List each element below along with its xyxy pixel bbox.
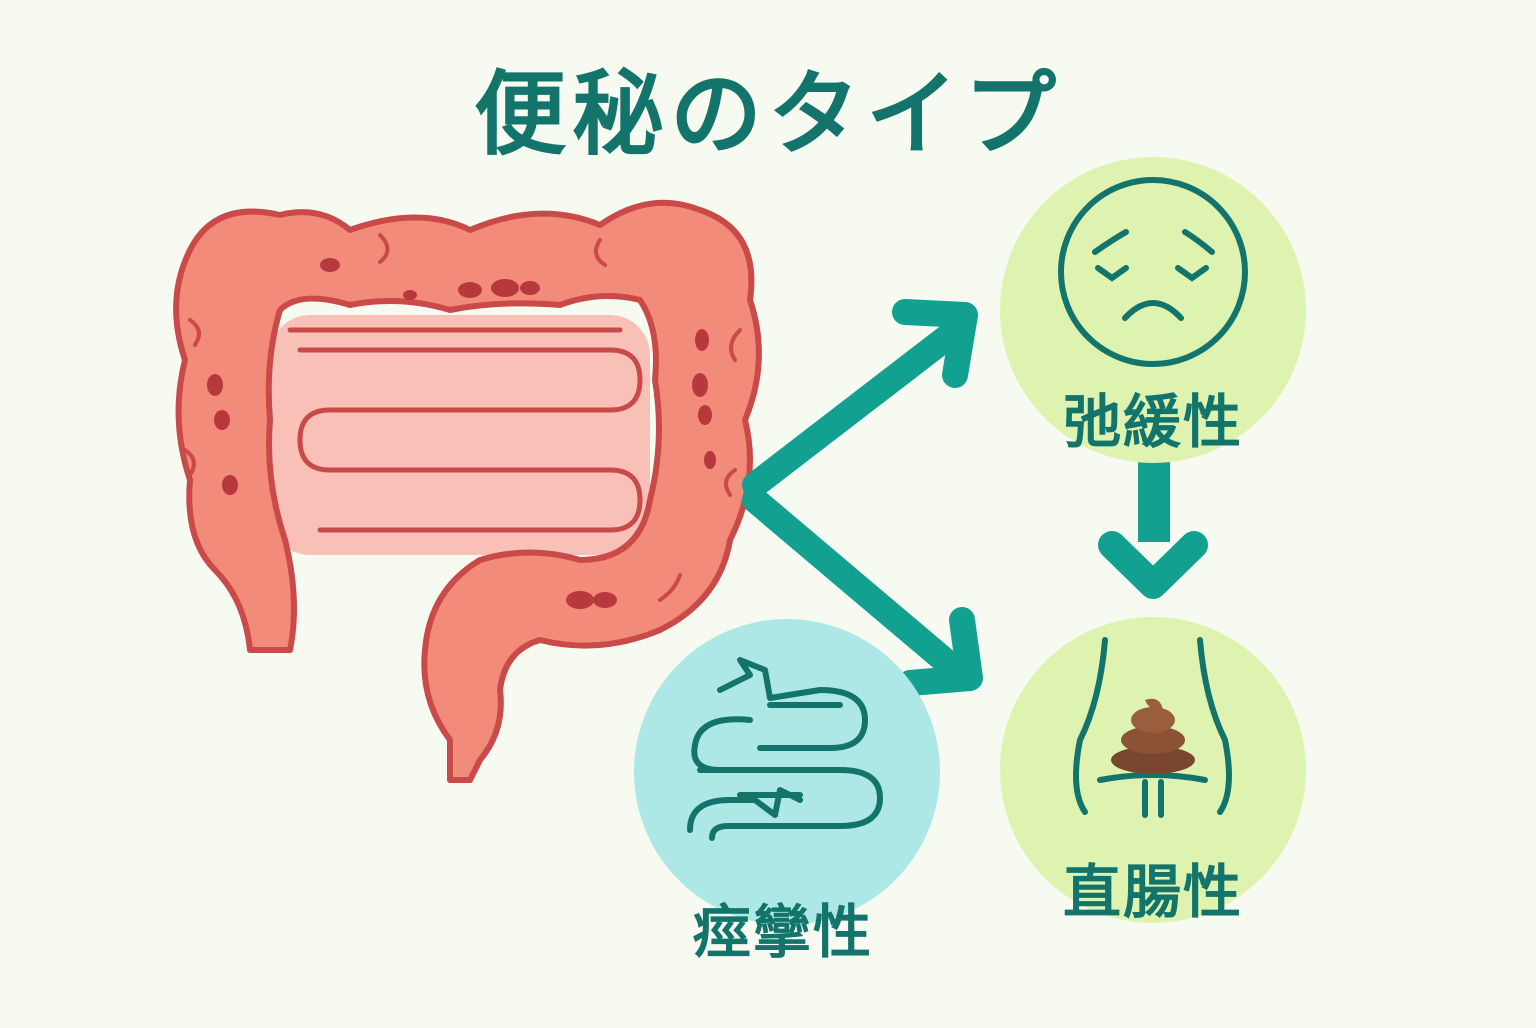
cramped-intestine-icon bbox=[687, 657, 883, 841]
arrow-to-rectal bbox=[742, 487, 983, 696]
intestine-illustration bbox=[173, 199, 762, 783]
spastic-label: 痙攣性 bbox=[692, 898, 873, 966]
spastic-type-node bbox=[634, 619, 940, 925]
arrow-atonic-to-rectal bbox=[1098, 462, 1208, 599]
page-title: 便秘のタイプ bbox=[473, 61, 1062, 168]
arrow-to-atonic bbox=[742, 299, 978, 498]
stool-icon bbox=[1073, 637, 1232, 818]
atonic-label: 弛緩性 bbox=[1062, 388, 1243, 456]
rectal-type-node bbox=[1000, 617, 1306, 923]
rectal-label: 直腸性 bbox=[1062, 858, 1243, 926]
sad-face-icon bbox=[1058, 177, 1248, 367]
atonic-type-node bbox=[1000, 157, 1306, 463]
